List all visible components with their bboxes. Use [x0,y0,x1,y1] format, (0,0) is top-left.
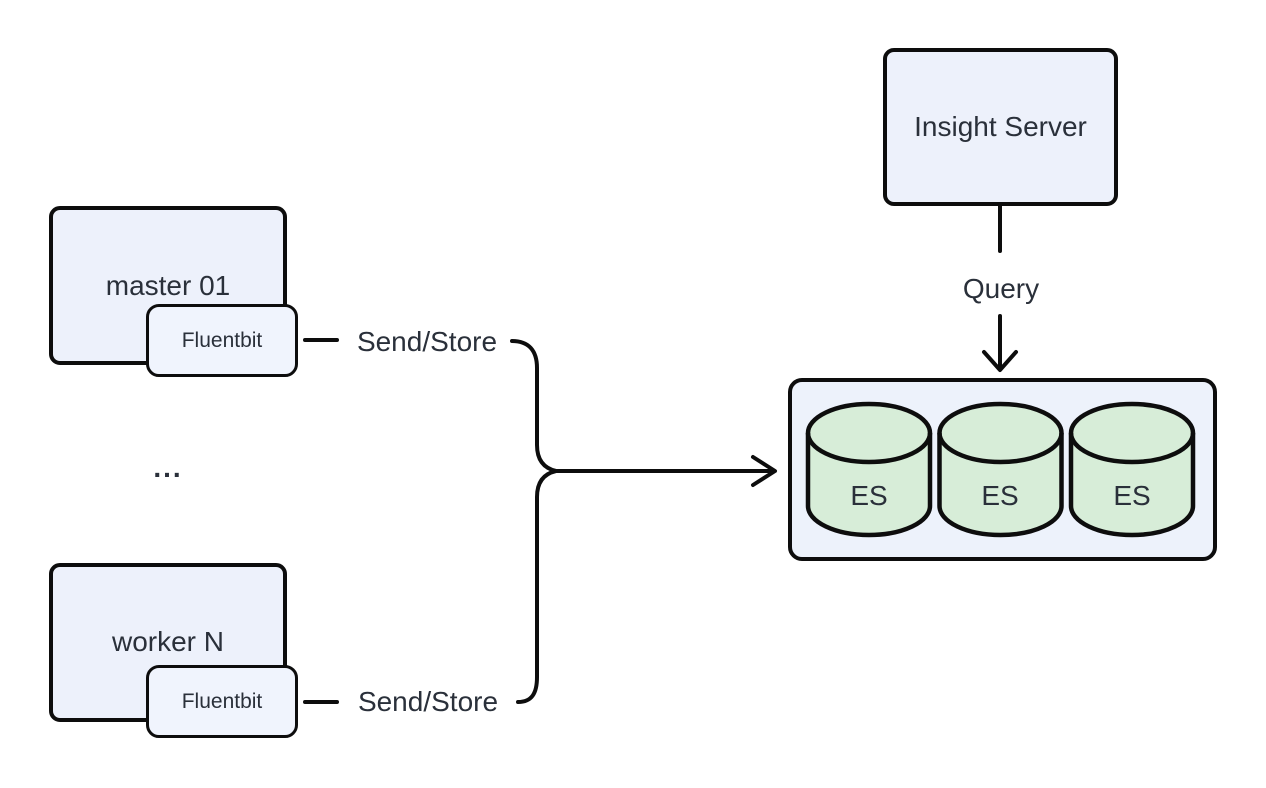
es-label-2: ES [981,479,1019,511]
ellipsis-label: ... [153,451,183,483]
query-down-arrow-icon [982,204,1018,372]
send-store-top-label: Send/Store [356,325,498,357]
merge-right-arrow-icon [554,455,777,487]
worker-fluentbit-label: Fluentbit [181,689,263,713]
es-cylinder-2-icon [937,401,1064,538]
insight-server-label: Insight Server [914,110,1087,142]
es-label-1: ES [850,479,888,511]
send-store-bottom-label: Send/Store [357,685,499,717]
es-cylinder-1-icon [805,401,933,538]
master-fluentbit-label: Fluentbit [181,328,263,352]
es-cylinder-3-icon [1068,401,1196,538]
node-insight-server [883,48,1118,206]
node-master-fluentbit [146,304,298,377]
worker-label: worker N [111,625,224,657]
master-label: master 01 [105,269,231,301]
query-label: Query [962,272,1040,304]
edge-worker-send-store [303,469,558,704]
es-label-3: ES [1113,479,1151,511]
node-worker-fluentbit [146,665,298,738]
edge-master-send-store [303,338,558,473]
